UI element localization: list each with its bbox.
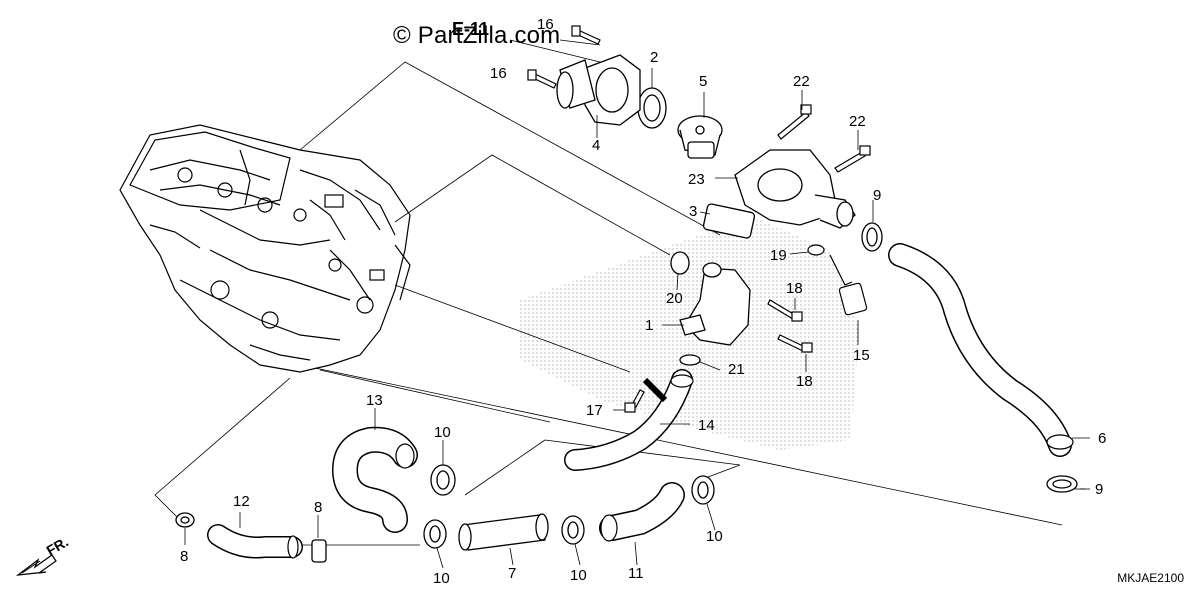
callout-16-left: 16 [490,65,507,82]
part-6-hose-fill [889,244,1071,456]
part-2-seal [637,87,667,129]
callout-12: 12 [233,493,250,510]
figure-reference: E-11 [452,19,490,39]
part-thermostat-housing [734,149,856,229]
part-20-oring [670,251,690,275]
watermark-text: © PartZilla.com [393,22,561,49]
callout-23: 23 [688,171,705,188]
callout-19: 19 [770,247,787,264]
part-18-bolts [767,299,813,353]
callout-4: 4 [592,137,600,154]
part-10-clamps [423,464,715,549]
callout-8-left: 8 [180,548,188,565]
callout-leaders [184,68,1090,569]
callout-21: 21 [728,361,745,378]
part-9-clamp-lower [1046,475,1078,493]
callout-17: 17 [586,402,603,419]
callout-7: 7 [508,565,516,582]
part-12-hose [207,524,303,559]
part-17-bolt [624,389,645,413]
part-9-clamp-upper [861,222,883,252]
callout-8-middle: 8 [314,499,322,516]
callout-3: 3 [689,203,697,220]
callout-9-lower: 9 [1095,481,1103,498]
shaded-region [520,220,860,450]
callout-10-c: 10 [570,567,587,584]
engine-block [119,124,411,373]
part-4-outlet-cover [556,54,641,126]
callout-15: 15 [853,347,870,364]
part-14-pipe [564,369,694,471]
callout-14: 14 [698,417,715,434]
part-21-oring [679,354,701,366]
callout-13: 13 [366,392,383,409]
callout-11: 11 [628,565,644,582]
leader-lines [154,39,1063,546]
callout-22-b: 22 [849,113,866,130]
callout-16-top: 16 [537,16,554,33]
part-6-hose-end [1046,434,1074,450]
part-3-gasket [702,203,756,239]
callout-18-top: 18 [786,280,803,297]
part-16-bolts [527,25,601,89]
callout-20: 20 [666,290,683,307]
part-11-hose [599,482,685,542]
part-22-bolts [777,104,871,173]
callout-18-bottom: 18 [796,373,813,390]
front-arrow-icon [15,554,57,576]
callout-5: 5 [699,73,707,90]
part-7-pipe [458,513,549,551]
callout-1: 1 [645,317,653,334]
callout-6: 6 [1098,430,1106,447]
callout-22-a: 22 [793,73,810,90]
part-15-sensor [807,244,868,316]
part-1-pipe-joint [679,262,751,346]
diagram-code: MKJAE2100 [1117,571,1184,585]
callout-9-upper: 9 [873,187,881,204]
callout-10-a: 10 [434,424,451,441]
part-13-hose [331,426,418,533]
front-label: FR. [44,533,72,558]
part-5-thermostat [677,115,723,159]
callout-2: 2 [650,49,658,66]
callout-10-d: 10 [706,528,723,545]
part-8-clamps [175,512,327,563]
callout-10-b: 10 [433,570,450,587]
